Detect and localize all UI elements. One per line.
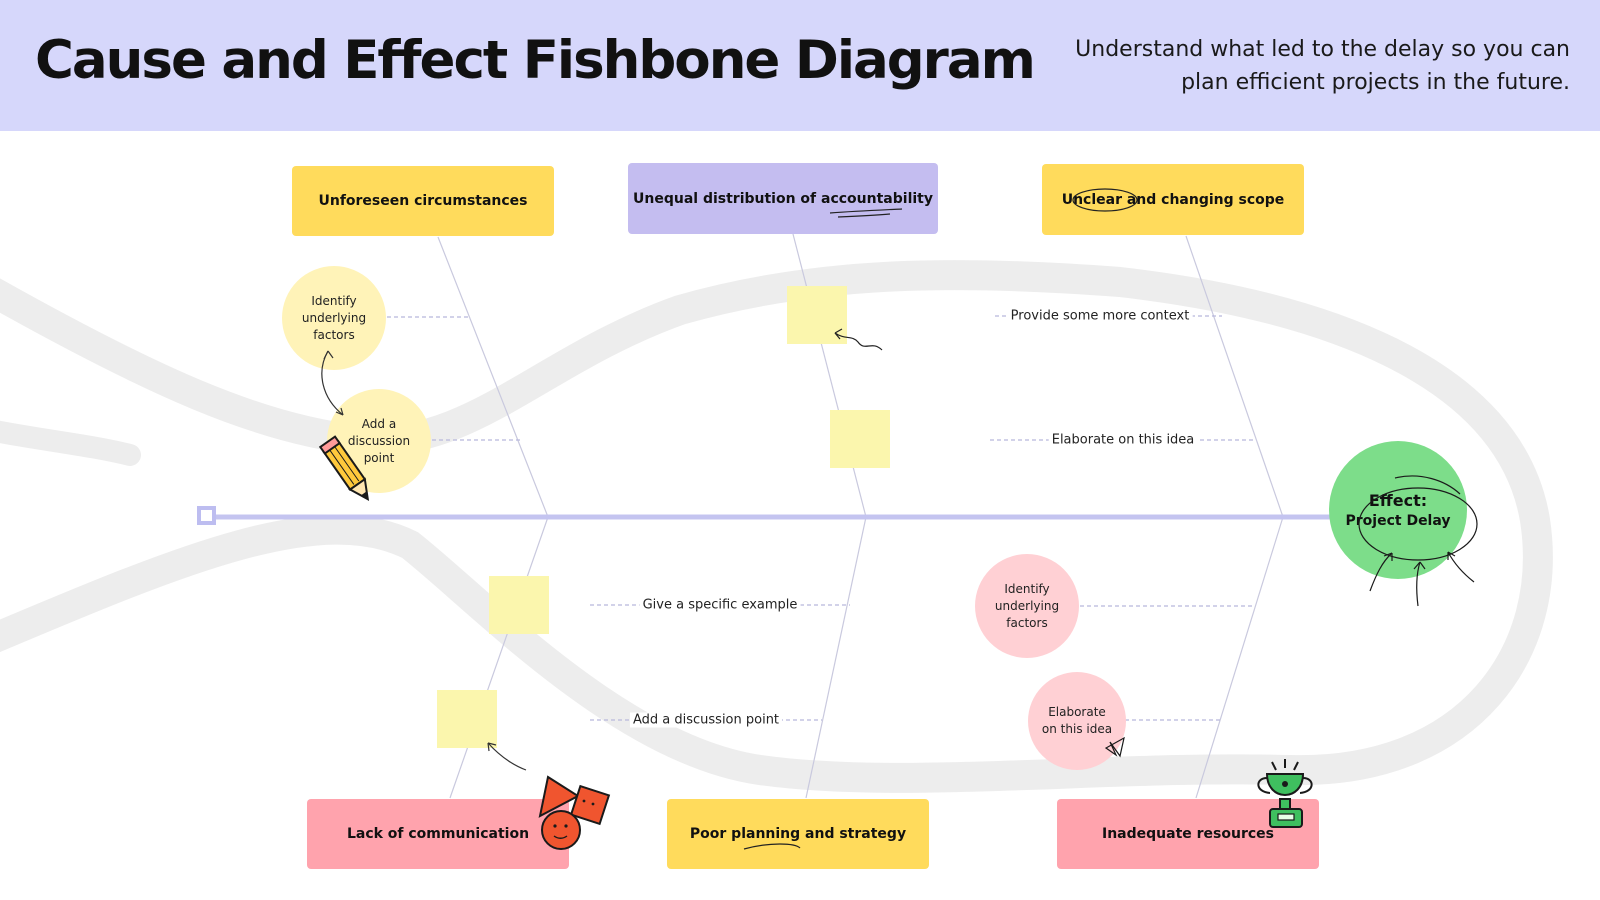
note-elaborate[interactable]: Elaborate on this idea xyxy=(1048,432,1198,448)
category-label: Unequal distribution of accountability xyxy=(633,190,933,207)
page-title: Cause and Effect Fishbone Diagram xyxy=(35,30,1036,91)
spine-start-handle xyxy=(197,506,216,525)
category-lack-of-communication[interactable]: Lack of communication xyxy=(307,799,569,869)
bone-communication xyxy=(449,516,549,799)
sticky-note[interactable] xyxy=(489,576,549,634)
effect-heading: Effect: xyxy=(1368,491,1428,510)
category-label: Lack of communication xyxy=(346,826,530,842)
note-example[interactable]: Give a specific example xyxy=(639,597,801,613)
category-inadequate-resources[interactable]: Inadequate resources xyxy=(1057,799,1319,869)
category-poor-planning[interactable]: Poor planning and strategy xyxy=(667,799,929,869)
header-banner: Cause and Effect Fishbone Diagram Unders… xyxy=(0,0,1600,131)
category-label: Inadequate resources xyxy=(1102,826,1274,842)
page-subtitle: Understand what led to the delay so you … xyxy=(1075,37,1570,95)
idea-circle-elaborate-bottom[interactable]: Elaborate on this idea xyxy=(1028,672,1126,770)
bone-accountability xyxy=(792,233,867,518)
bone-planning xyxy=(805,516,867,799)
idea-label: Elaborate on this idea xyxy=(1041,705,1113,736)
category-unforeseen-circumstances[interactable]: Unforeseen circumstances xyxy=(292,166,554,236)
sticky-note[interactable] xyxy=(787,286,847,344)
idea-label: Identify underlying factors xyxy=(301,293,367,342)
category-label: Poor planning and strategy xyxy=(689,826,907,842)
idea-circle-identify-bottom[interactable]: Identify underlying factors xyxy=(975,554,1079,658)
bone-unforeseen xyxy=(437,236,549,518)
idea-circle-discussion-top[interactable]: Add a discussion point xyxy=(327,389,431,493)
sticky-note[interactable] xyxy=(437,690,497,748)
effect-circle[interactable]: Effect: Project Delay xyxy=(1329,441,1467,579)
category-label: Unclear and changing scope xyxy=(1061,191,1285,208)
bone-scope xyxy=(1185,235,1284,518)
idea-circle-identify-top[interactable]: Identify underlying factors xyxy=(282,266,386,370)
note-discussion[interactable]: Add a discussion point xyxy=(629,712,783,728)
category-unequal-accountability[interactable]: Unequal distribution of accountability xyxy=(628,163,938,234)
idea-label: Add a discussion point xyxy=(347,416,411,465)
bone-resources xyxy=(1195,516,1284,799)
sticky-note[interactable] xyxy=(830,410,890,468)
note-context[interactable]: Provide some more context xyxy=(1007,308,1193,324)
idea-label: Identify underlying factors xyxy=(994,581,1060,630)
category-unclear-scope[interactable]: Unclear and changing scope xyxy=(1042,164,1304,235)
effect-label: Project Delay xyxy=(1345,513,1451,529)
category-label: Unforeseen circumstances xyxy=(318,193,528,209)
